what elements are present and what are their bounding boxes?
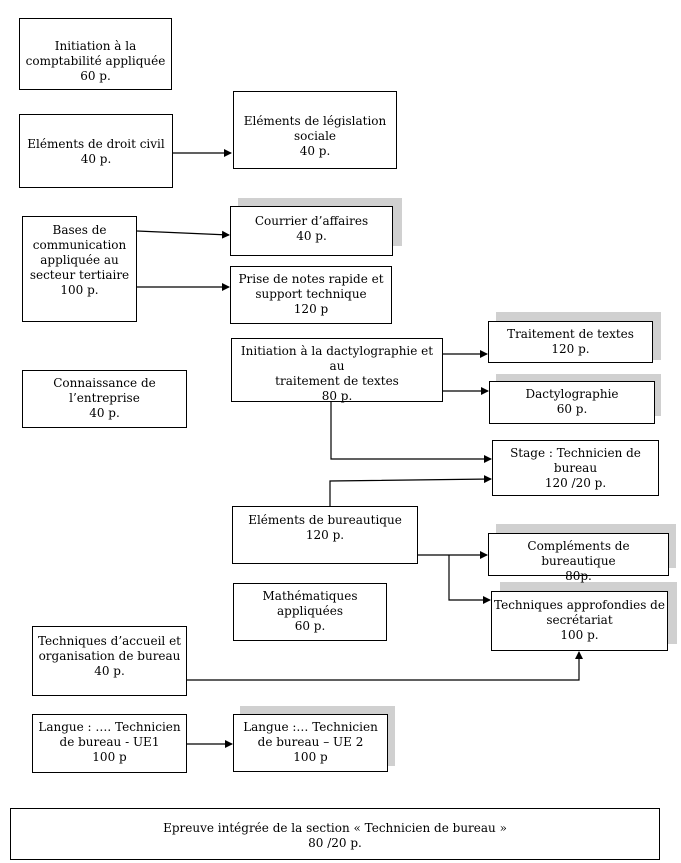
box-line: traitement de textes (275, 374, 399, 388)
box-line: 40 p. (296, 229, 327, 243)
box-line: l’entreprise (69, 391, 140, 405)
box-initiation-comptabilite: Initiation à la comptabilité appliquée 6… (19, 18, 172, 90)
box-line: secteur tertiaire (29, 268, 130, 282)
box-line: Connaissance de (53, 376, 156, 390)
box-line: 80 p. (321, 389, 353, 403)
box-line: 60 p. (294, 619, 326, 633)
box-line: support technique (255, 287, 367, 301)
box-line: appliquée au (40, 253, 119, 267)
box-line: 120 p. (551, 342, 590, 356)
box-line: 40 p. (80, 152, 112, 166)
box-line: secrétariat (546, 613, 613, 627)
box-line: Prise de notes rapide et (238, 272, 384, 286)
box-line: 60 p. (80, 69, 111, 83)
box-line: Courrier d’affaires (254, 214, 369, 228)
box-line: 40 p. (94, 664, 125, 678)
box-mathematiques: Mathématiques appliquées 60 p. (233, 583, 387, 641)
arrow-bases-to-courrier (136, 230, 230, 239)
box-line: Bases de (52, 223, 107, 237)
box-droit-civil: Eléments de droit civil 40 p. (19, 114, 173, 188)
box-prise-notes: Prise de notes rapide et support techniq… (230, 266, 392, 324)
box-connaissance-entreprise: Connaissance de l’entreprise 40 p. (22, 370, 187, 428)
box-line: 40 p. (89, 406, 120, 420)
box-langue-ue2: Langue :… Technicien de bureau – UE 2 10… (233, 714, 388, 772)
box-line: 100 p. (60, 283, 99, 297)
arrow-accueil-to-techniques (187, 651, 583, 681)
box-line: sociale (293, 129, 337, 143)
box-techniques-accueil: Techniques d’accueil et organisation de … (32, 626, 187, 696)
box-line: 120 p (293, 302, 329, 316)
box-line: Initiation à la dactylographie et au (240, 344, 434, 373)
box-line: 40 p. (299, 144, 331, 158)
box-line: 80 /20 p. (308, 836, 362, 850)
box-dactylographie: Dactylographie 60 p. (489, 381, 655, 424)
box-line: de bureau - UE1 (59, 735, 160, 749)
box-line: organisation de bureau (38, 649, 181, 663)
box-langue-ue1: Langue : …. Technicien de bureau - UE1 1… (32, 714, 187, 773)
box-line: Langue :… Technicien (243, 720, 378, 734)
box-bases-communication: Bases de communication appliquée au sect… (22, 216, 137, 322)
box-complements-bureautique: Compléments de bureautique 80p. (488, 533, 669, 583)
box-epreuve-integree: Epreuve intégrée de la section « Technic… (10, 808, 660, 860)
box-line: Dactylographie (525, 387, 619, 401)
box-line: Techniques d’accueil et (37, 634, 181, 648)
arrow-bureautique-to-techniques (448, 555, 491, 604)
box-line: 100 p. (560, 628, 599, 642)
box-line: comptabilité appliquée (25, 54, 166, 68)
box-courrier-affaires: Courrier d’affaires 40 p. (230, 206, 393, 256)
box-line: Initiation à la (54, 39, 137, 53)
box-elements-bureautique: Eléments de bureautique 120 p. (232, 506, 418, 564)
box-line: Mathématiques appliquées (262, 589, 358, 618)
box-line: 80p. (565, 569, 592, 583)
box-line: 100 p (92, 750, 127, 764)
box-line: Techniques approfondies de (494, 598, 665, 612)
arrow-bureautique-to-stage (329, 475, 492, 506)
box-line: Eléments de droit civil (27, 137, 165, 151)
arrow-dactylo-to-stage (330, 402, 492, 463)
box-line: Traitement de textes (507, 327, 634, 341)
box-line: 60 p. (556, 402, 588, 416)
box-traitement-textes: Traitement de textes 120 p. (488, 321, 653, 363)
box-line: Eléments de législation (243, 114, 387, 128)
box-line: Compléments de bureautique (527, 539, 630, 568)
box-line: Langue : …. Technicien (38, 720, 181, 734)
box-line: bureau (553, 461, 598, 475)
box-line: 120 /20 p. (544, 476, 607, 490)
box-techniques-approfondies: Techniques approfondies de secrétariat 1… (491, 591, 668, 651)
box-legislation-sociale: Eléments de législation sociale 40 p. (233, 91, 397, 169)
box-line: Eléments de bureautique (248, 513, 402, 527)
box-line: Epreuve intégrée de la section « Technic… (163, 821, 507, 835)
box-line: Stage : Technicien de (510, 446, 641, 460)
box-stage: Stage : Technicien de bureau 120 /20 p. (492, 440, 659, 496)
box-initiation-dactylo: Initiation à la dactylographie et au tra… (231, 338, 443, 403)
box-line: communication (32, 238, 127, 252)
box-line: 100 p (293, 750, 328, 764)
box-line: 120 p. (305, 528, 345, 542)
box-line: de bureau – UE 2 (257, 735, 364, 749)
